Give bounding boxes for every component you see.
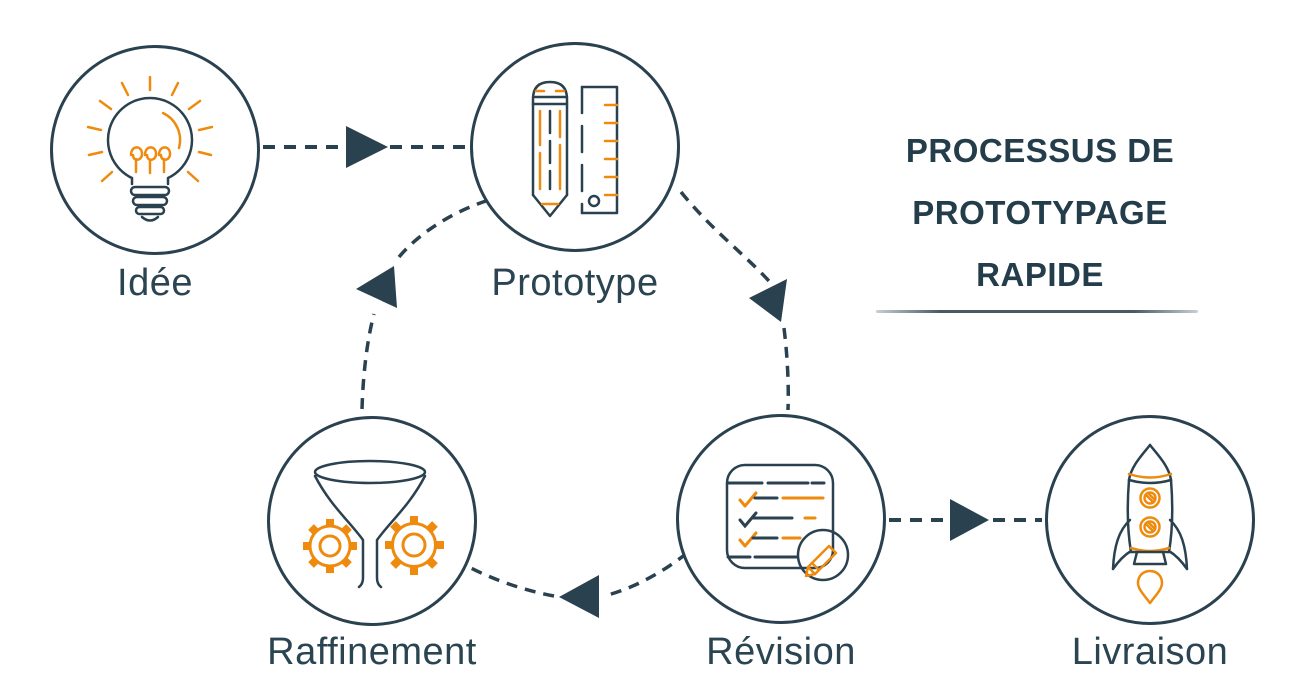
label-revision: Révision bbox=[706, 631, 856, 673]
arrow-idea-to-prototype bbox=[263, 126, 466, 168]
node-prototype bbox=[470, 42, 680, 252]
arrowhead-right bbox=[346, 126, 388, 168]
label-prototype: Prototype bbox=[491, 262, 659, 304]
arrowhead-left bbox=[559, 575, 599, 618]
title-line-1: PROCESSUS DE bbox=[905, 132, 1175, 169]
label-refinement: Raffinement bbox=[267, 631, 477, 673]
arrowhead-down bbox=[749, 279, 787, 322]
gear-icon bbox=[385, 516, 444, 575]
edit-pencil-icon bbox=[804, 544, 838, 578]
arrow-refinement-to-prototype bbox=[356, 199, 487, 410]
arrowhead-right bbox=[950, 499, 989, 541]
lightbulb-icon bbox=[86, 75, 214, 222]
label-delivery: Livraison bbox=[1071, 631, 1229, 673]
node-refinement bbox=[267, 416, 477, 626]
title-line-2: PROTOTYPAGE bbox=[912, 194, 1168, 231]
title-underline bbox=[876, 310, 1198, 313]
gear-icon bbox=[303, 519, 357, 573]
checklist-pencil-icon bbox=[725, 463, 850, 582]
arrow-revision-to-delivery bbox=[889, 499, 1042, 541]
funnel-gears-icon bbox=[303, 459, 444, 589]
page-title: PROCESSUS DE PROTOTYPAGE RAPIDE bbox=[860, 120, 1220, 306]
rocket-icon bbox=[1111, 443, 1189, 605]
arrow-revision-to-refinement bbox=[468, 551, 689, 618]
node-delivery bbox=[1045, 415, 1255, 625]
title-line-3: RAPIDE bbox=[976, 256, 1104, 293]
arrowhead-up bbox=[356, 266, 397, 308]
arrow-prototype-to-revision bbox=[679, 190, 791, 411]
label-idea: Idée bbox=[117, 262, 193, 304]
pencil-ruler-icon bbox=[531, 80, 619, 218]
